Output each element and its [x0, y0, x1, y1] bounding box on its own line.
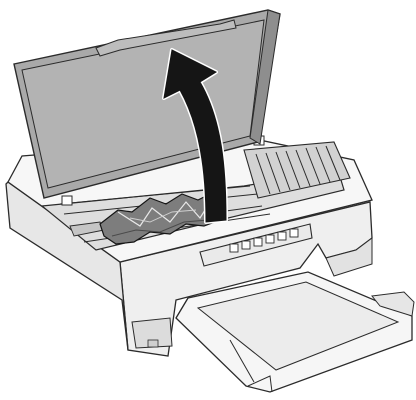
panel-button [278, 232, 286, 240]
panel-button [290, 229, 298, 237]
panel-button [242, 241, 250, 249]
panel-button [230, 244, 238, 252]
panel-button [254, 238, 262, 246]
panel-button [266, 235, 274, 243]
